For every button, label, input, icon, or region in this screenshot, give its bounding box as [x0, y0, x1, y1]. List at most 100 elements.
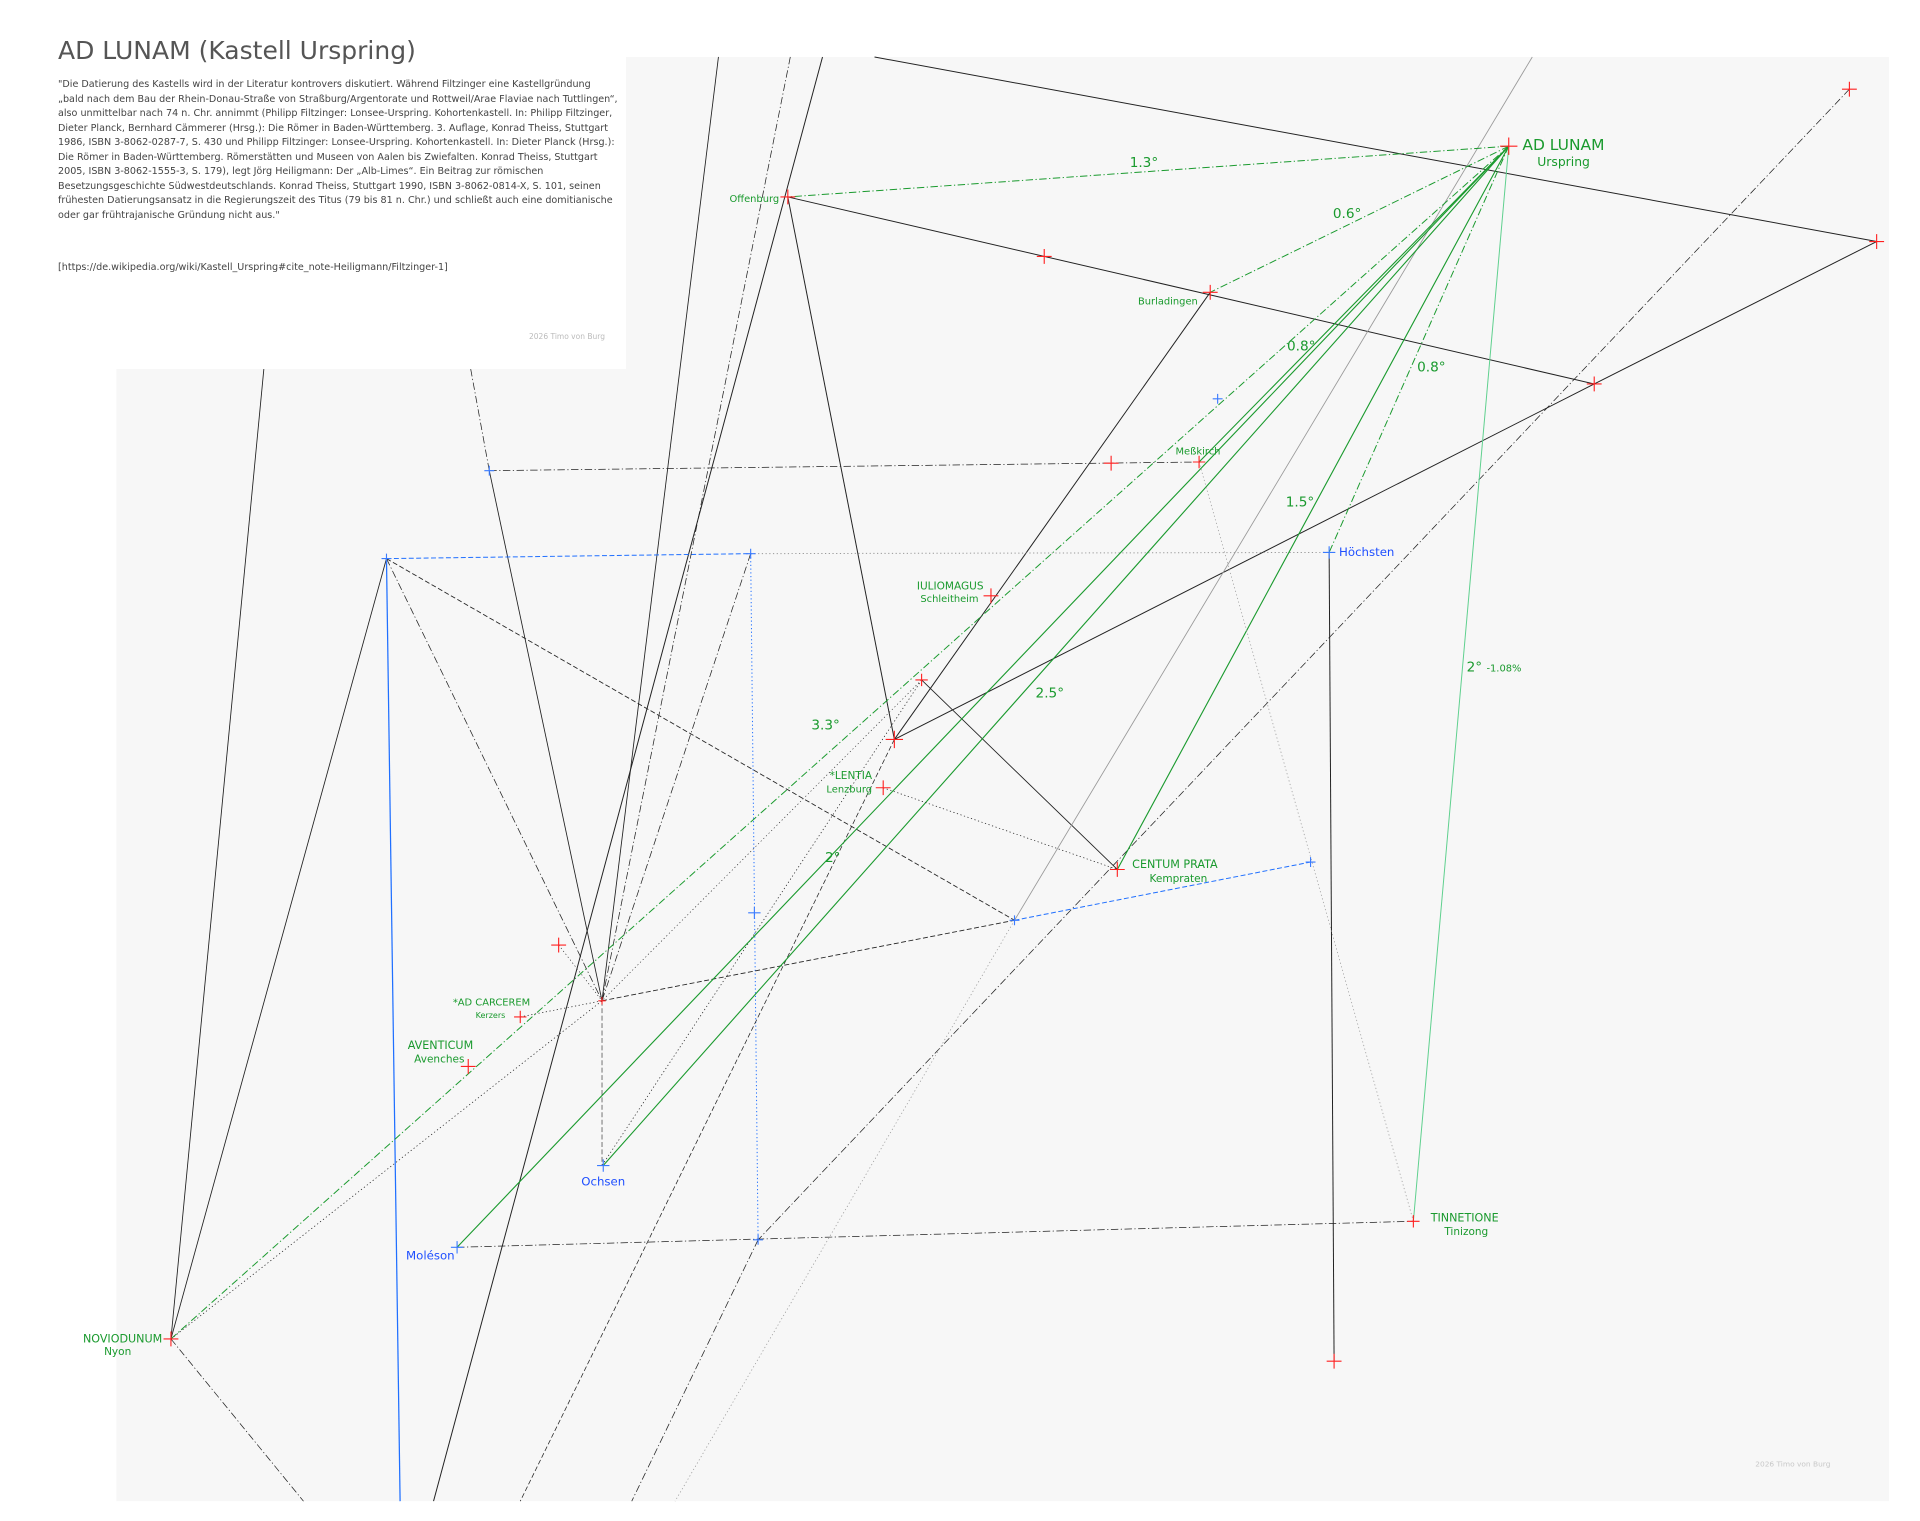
- route-line: [170, 558, 387, 1340]
- location-cross-icon: [1841, 81, 1857, 97]
- location-cross-icon: [1109, 862, 1125, 877]
- route-line: [1014, 861, 1311, 921]
- route-line: [601, 553, 752, 1001]
- angle-label: 2°: [825, 850, 840, 866]
- label-avenches: Avenches: [414, 1054, 464, 1066]
- location-cross-icon: [163, 1331, 179, 1347]
- route-line: [1210, 145, 1509, 293]
- location-cross-icon: [1036, 248, 1052, 264]
- label-tinizong: Tinizong: [1443, 1226, 1488, 1238]
- route-line: [1593, 241, 1877, 385]
- label-kempraten: Kempraten: [1150, 873, 1208, 885]
- route-line: [787, 145, 1509, 198]
- watermark: 2026 Timo von Burg: [529, 332, 605, 341]
- route-line: [893, 292, 1211, 740]
- location-cross-icon: [1322, 546, 1336, 559]
- location-cross-icon: [915, 673, 928, 687]
- route-line: [1014, 56, 1533, 921]
- route-line: [1412, 146, 1510, 1222]
- citation-text: "Die Datierung des Kastells wird in der …: [58, 79, 618, 221]
- angle-label: 3.3°: [811, 718, 839, 734]
- location-cross-icon: [514, 1010, 527, 1024]
- location-cross-icon: [1586, 376, 1602, 392]
- location-cross-icon: [381, 553, 392, 564]
- label-burladingen: Burladingen: [1138, 297, 1198, 308]
- route-line: [519, 739, 895, 1502]
- label-messkirch: Meßkirch: [1176, 447, 1221, 458]
- route-line: [921, 679, 1118, 870]
- label-ad-lunam: AD LUNAM: [1522, 136, 1604, 154]
- label-kerzers: Kerzers: [476, 1011, 506, 1020]
- label-ochsen: Ochsen: [581, 1174, 625, 1188]
- route-line: [883, 787, 1118, 870]
- angle-label: 1.5°: [1286, 495, 1314, 511]
- route-line: [787, 196, 895, 740]
- label-lentia: *LENTIA: [830, 770, 873, 782]
- location-cross-icon: [1192, 455, 1206, 469]
- label-centum-prata: CENTUM PRATA: [1132, 858, 1218, 871]
- location-markers: [163, 81, 1885, 1369]
- label-schleitheim: Schleitheim: [920, 594, 978, 605]
- info-panel: AD LUNAM (Kastell Urspring) "Die Datieru…: [0, 0, 626, 369]
- label-lenzburg: Lenzburg: [826, 785, 872, 796]
- location-cross-icon: [1407, 1215, 1420, 1228]
- route-line: [386, 558, 1015, 921]
- location-cross-icon: [780, 189, 796, 205]
- route-line: [1328, 552, 1335, 1362]
- route-line: [456, 145, 1510, 1248]
- label-aventicum: AVENTICUM: [408, 1039, 473, 1052]
- location-cross-icon: [1500, 137, 1518, 155]
- label-urspring: Urspring: [1537, 155, 1590, 169]
- route-line: [386, 553, 751, 560]
- route-line: [170, 369, 265, 1339]
- route-line: [488, 470, 603, 1001]
- grade-label: -1.08%: [1486, 663, 1521, 674]
- angle-label: 0.6°: [1333, 206, 1361, 222]
- location-cross-icon: [983, 588, 999, 604]
- location-cross-icon: [1202, 284, 1218, 300]
- page-title: AD LUNAM (Kastell Urspring): [58, 36, 416, 65]
- route-line: [433, 56, 823, 1502]
- angle-label: 0.8°: [1417, 360, 1445, 376]
- watermark: 2026 Timo von Burg: [1755, 1460, 1830, 1469]
- route-line: [457, 1220, 1414, 1248]
- route-line: [470, 369, 490, 471]
- location-cross-icon: [450, 1241, 464, 1254]
- route-line: [170, 145, 1510, 1340]
- location-cross-icon: [753, 1234, 764, 1245]
- route-line: [894, 383, 1595, 740]
- location-cross-icon: [875, 780, 891, 796]
- route-line: [601, 919, 1015, 1002]
- location-cross-icon: [1326, 1353, 1342, 1369]
- label-nyon: Nyon: [104, 1346, 131, 1358]
- route-line: [757, 88, 1850, 1241]
- location-cross-icon: [598, 997, 606, 1005]
- route-line: [601, 679, 922, 1002]
- label-offenburg: Offenburg: [729, 194, 779, 205]
- angle-label: 0.8°: [1287, 339, 1315, 355]
- label-hoechsten: Höchsten: [1339, 545, 1394, 559]
- construction-lines: [170, 56, 1877, 1502]
- angle-label: 2.5°: [1036, 685, 1064, 701]
- route-line: [170, 1338, 304, 1502]
- location-cross-icon: [748, 906, 761, 920]
- location-cross-icon: [1869, 234, 1885, 249]
- location-cross-icon: [1103, 455, 1119, 471]
- label-moleson: Moléson: [406, 1249, 455, 1263]
- label-ad-carcerem: *AD CARCEREM: [453, 998, 530, 1009]
- location-cross-icon: [745, 548, 756, 559]
- location-cross-icon: [460, 1059, 476, 1074]
- route-line: [602, 145, 1510, 1166]
- place-labels: AD LUNAM Urspring Offenburg Burladingen …: [83, 136, 1605, 1358]
- route-line: [674, 920, 1015, 1502]
- label-tinnetione: TINNETIONE: [1430, 1211, 1499, 1224]
- location-cross-icon: [484, 465, 495, 476]
- route-line: [1328, 145, 1510, 553]
- route-line: [601, 56, 791, 1001]
- route-line: [787, 196, 1595, 385]
- location-cross-icon: [1305, 857, 1316, 868]
- location-cross-icon: [597, 1159, 610, 1172]
- source-link[interactable]: [https://de.wikipedia.org/wiki/Kastell_U…: [58, 262, 448, 273]
- label-noviodunum: NOVIODUNUM: [83, 1333, 162, 1346]
- route-line: [601, 679, 922, 1166]
